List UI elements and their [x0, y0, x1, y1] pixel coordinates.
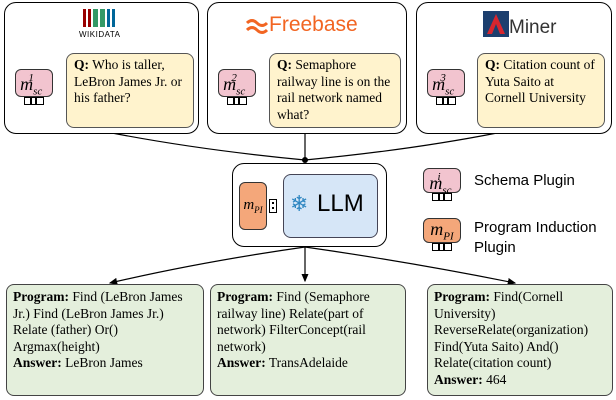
schema-plugin-2-connector: [227, 97, 247, 105]
aminer-source-box: Miner msc3 Q: Citation count of Yuta Sai…: [416, 2, 612, 134]
edge-llm-to-output-3: [304, 246, 517, 286]
legend-schema-plugin-label: Schema Plugin: [474, 172, 575, 189]
snowflake-icon: ❄: [290, 192, 309, 217]
wikidata-logo-icon: [83, 9, 115, 27]
wikidata-source-box: WIKIDATA msc1 Q: Who is taller, LeBron J…: [4, 2, 199, 134]
output-box-1: Program: Find (LeBron James Jr.) Find (L…: [6, 284, 204, 396]
aminer-logo-letter: [487, 14, 505, 34]
freebase-question: Q: Semaphore railway line is on the rail…: [269, 53, 401, 128]
output-box-2: Program: Find (Semaphore railway line) R…: [210, 284, 406, 396]
edge-llm-to-output-1: [108, 246, 306, 285]
schema-plugin-3-connector: [436, 97, 456, 105]
aminer-logo-icon: [483, 11, 509, 37]
llm-label: LLM: [317, 190, 364, 217]
merge-point: [302, 157, 308, 163]
aminer-question: Q: Citation count of Yuta Saito at Corne…: [477, 53, 605, 128]
freebase-source-box: Freebase msc2 Q: Semaphore railway line …: [207, 2, 407, 134]
freebase-name: Freebase: [269, 13, 358, 36]
legend-program-plugin-icon: mPI: [423, 218, 461, 243]
legend-program-plugin-connector: [432, 243, 452, 251]
schema-plugin-1-connector: [24, 97, 44, 105]
aminer-name: Miner: [509, 17, 557, 38]
schema-plugin-1: msc1: [15, 69, 53, 98]
schema-plugin-3: msc3: [427, 69, 465, 98]
edge-wikidata-to-llm: [111, 132, 306, 161]
output-box-3: Program: Find(Cornell University) Revers…: [427, 284, 613, 396]
schema-plugin-2: msc2: [218, 69, 256, 98]
program-plugin-connector: [269, 199, 277, 213]
wikidata-question: Q: Who is taller, LeBron James Jr. or hi…: [66, 53, 194, 128]
llm-block: ❄ LLM: [283, 174, 378, 238]
program-induction-plugin: mPI: [239, 182, 267, 230]
legend-schema-plugin-connector: [432, 193, 452, 201]
legend-schema-plugin-icon: msci: [423, 168, 461, 197]
wikidata-name: WIKIDATA: [79, 30, 121, 39]
llm-container: mPI ❄ LLM: [232, 163, 387, 247]
legend-program-plugin-label: Program Induction Plugin: [474, 219, 597, 256]
freebase-logo-icon: [246, 19, 268, 34]
edge-aminer-to-llm: [304, 132, 498, 161]
